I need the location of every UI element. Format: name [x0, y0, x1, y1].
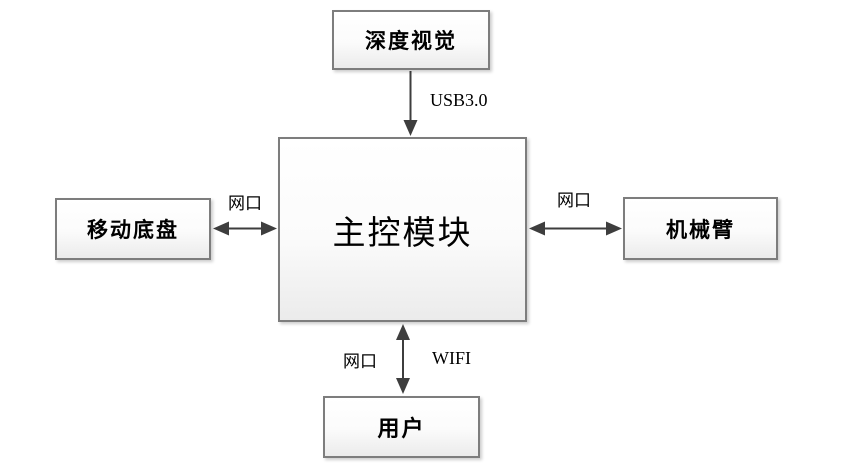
arrow-usb-down — [403, 71, 418, 136]
edge-label-lan-bottom: 网口 — [343, 352, 377, 371]
arrow-lan-left — [213, 221, 277, 236]
edge-label-wifi: WIFI — [432, 348, 471, 368]
node-robot-arm: 机械臂 — [623, 197, 778, 260]
node-main-control: 主控模块 — [278, 137, 527, 322]
node-depth-vision-label: 深度视觉 — [365, 29, 457, 53]
node-depth-vision: 深度视觉 — [332, 10, 490, 70]
node-robot-arm-label: 机械臂 — [666, 217, 735, 242]
edge-label-lan-left: 网口 — [228, 194, 262, 213]
node-user: 用户 — [323, 396, 480, 458]
node-main-control-label: 主控模块 — [332, 215, 473, 252]
node-mobile-chassis: 移动底盘 — [55, 198, 211, 260]
arrow-wifi-vertical — [396, 324, 410, 394]
edge-label-lan-right: 网口 — [557, 191, 591, 210]
node-user-label: 用户 — [377, 416, 426, 441]
arrow-lan-right — [529, 221, 622, 236]
edge-label-usb: USB3.0 — [430, 90, 488, 110]
node-mobile-chassis-label: 移动底盘 — [87, 218, 179, 242]
